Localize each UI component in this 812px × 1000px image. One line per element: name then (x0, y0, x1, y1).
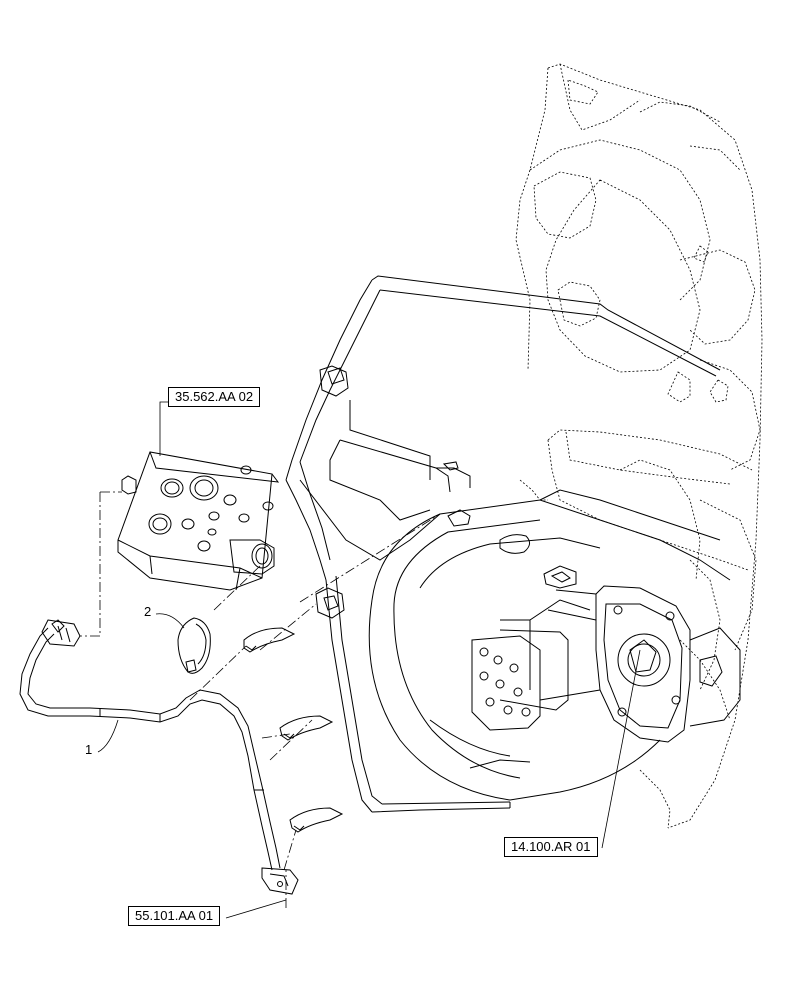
leader-lines (97, 401, 641, 919)
hose-clips (243, 627, 344, 833)
item-number-cable-tie: 2 (144, 604, 152, 619)
item-number-harness: 1 (85, 742, 93, 757)
valve-block (117, 451, 280, 591)
wire-harness (19, 619, 299, 895)
transmission-housing (515, 63, 763, 829)
assembly-lines (80, 491, 441, 908)
mounting-bracket (285, 275, 721, 813)
cable-tie (177, 617, 211, 674)
pump-reference[interactable]: 14.100.AR 01 (504, 837, 598, 857)
connector-reference[interactable]: 55.101.AA 01 (128, 906, 221, 926)
pump-flange (471, 585, 741, 743)
pump-housing (368, 489, 731, 801)
valve-block-reference[interactable]: 35.562.AA 02 (168, 387, 261, 407)
